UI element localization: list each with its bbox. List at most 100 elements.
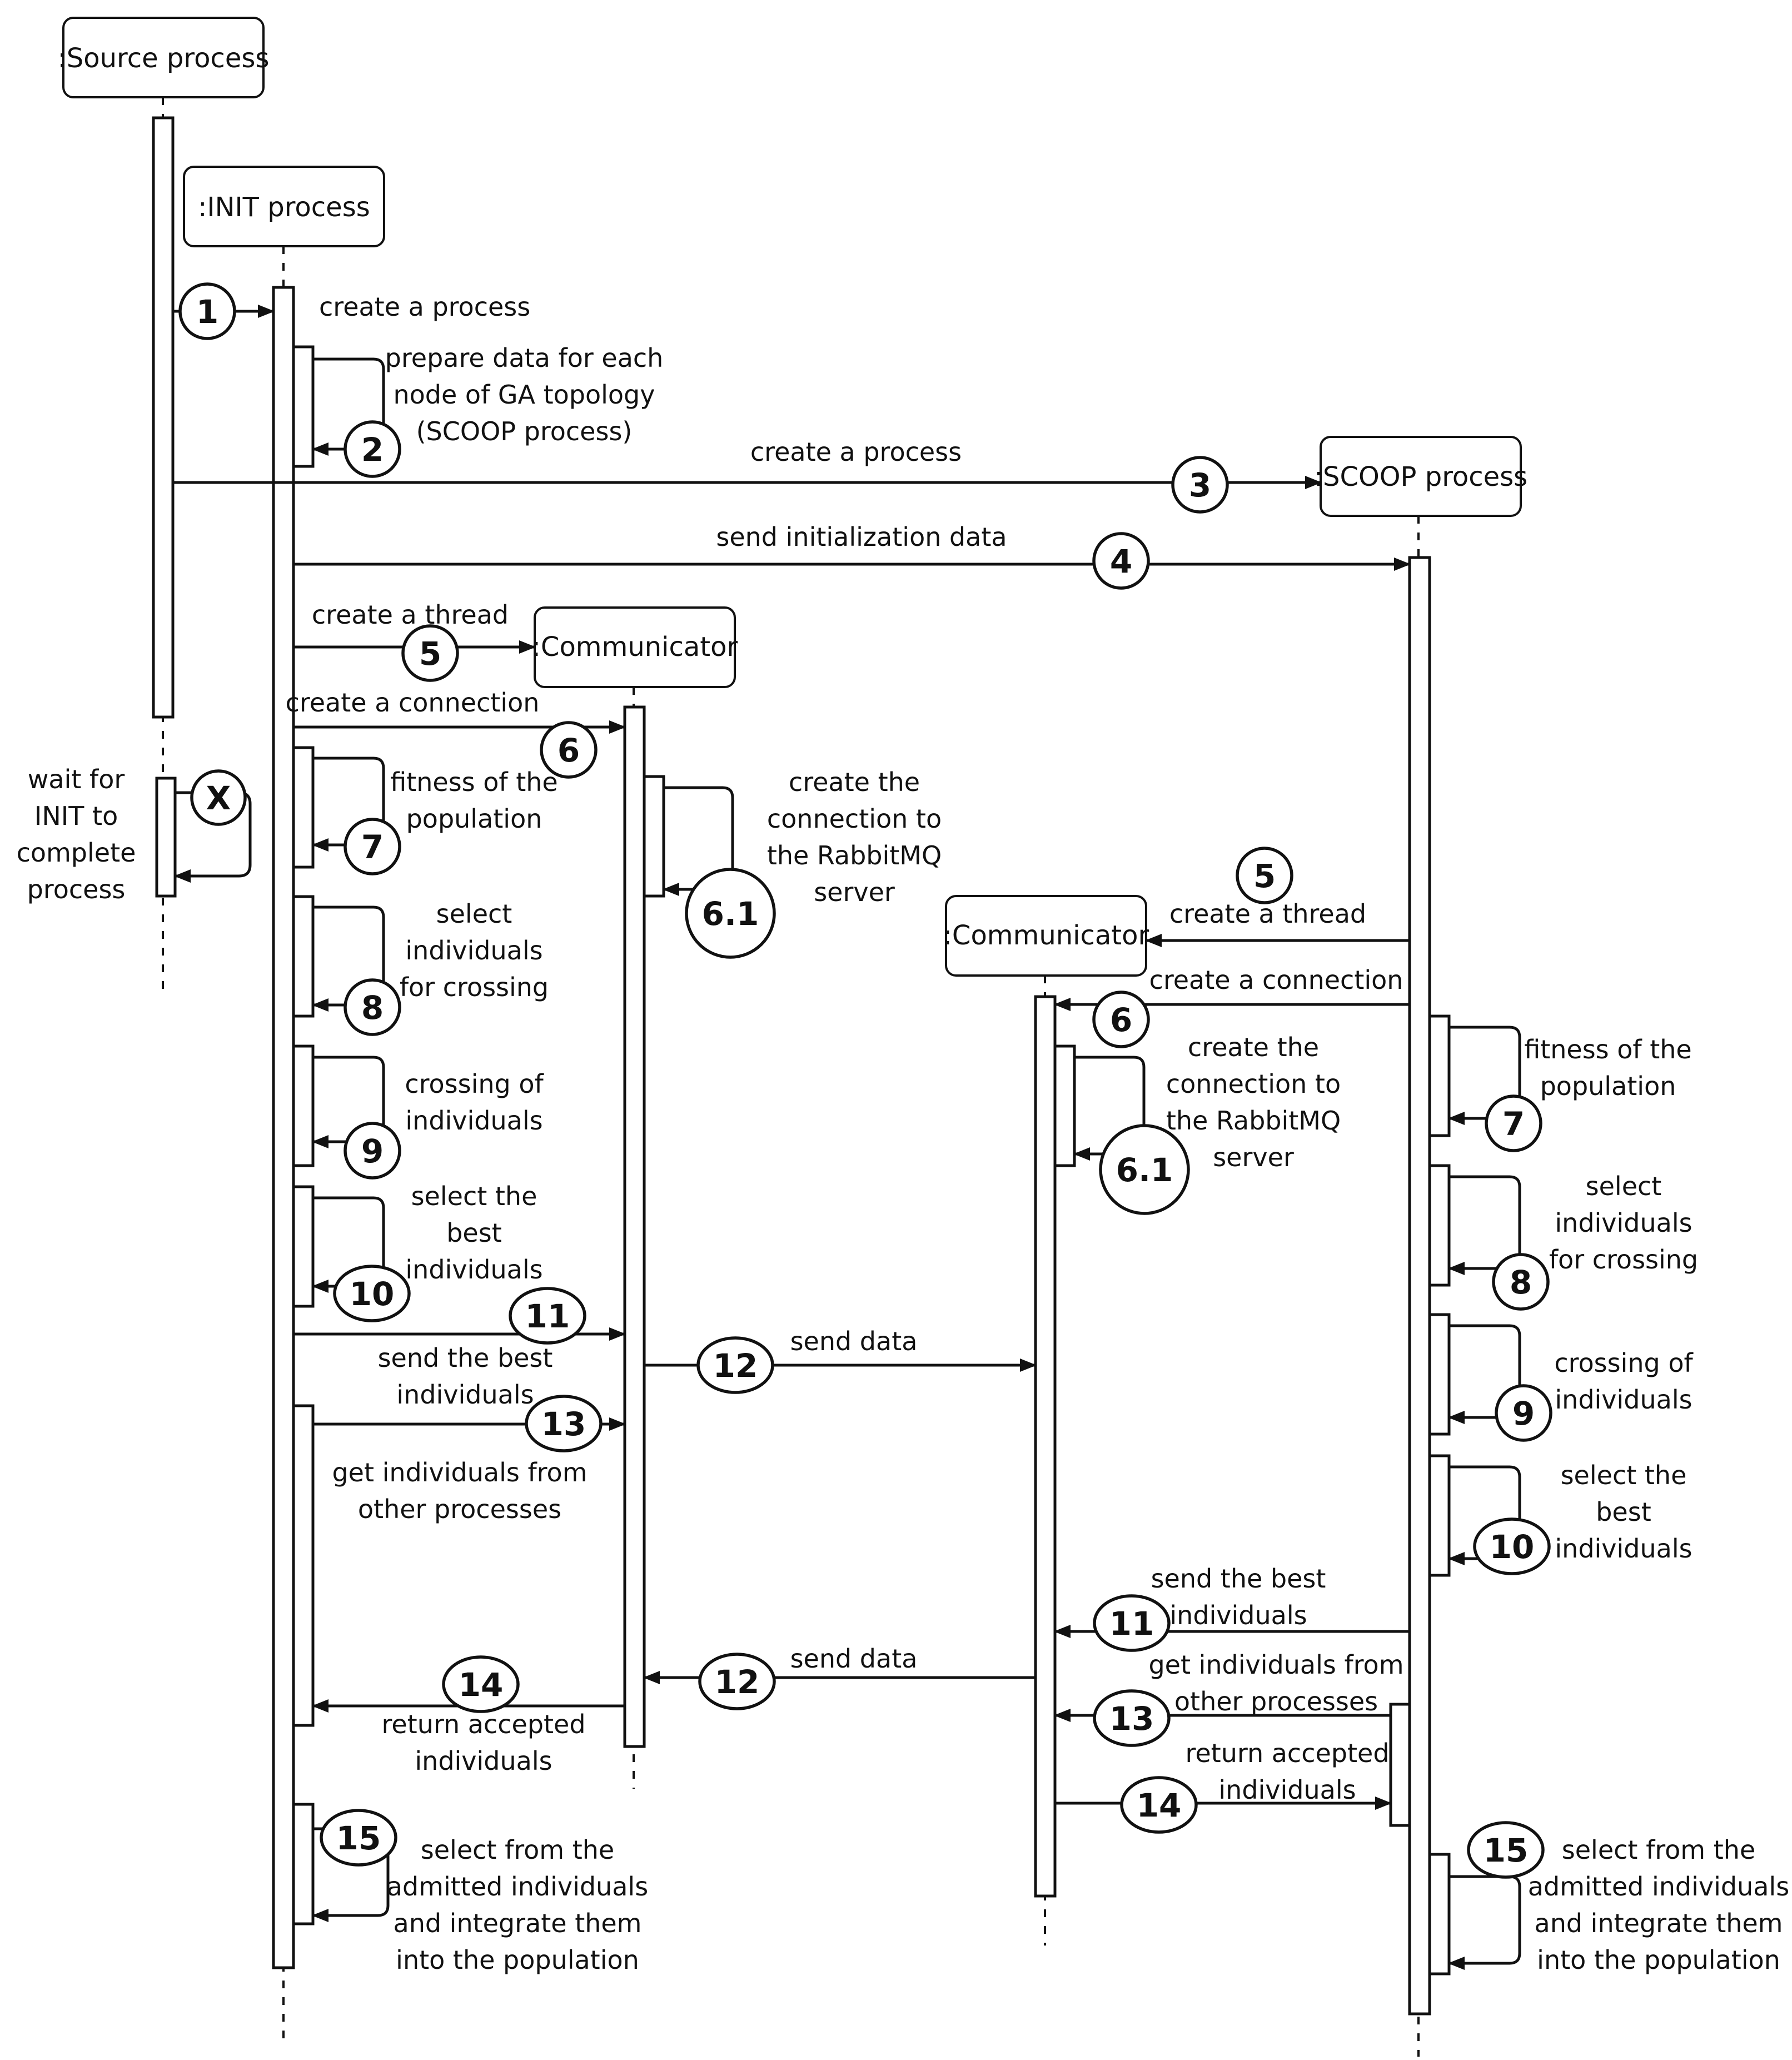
label-prepare-data-line-1: prepare data for each [385,343,664,373]
activation-init-7 [292,746,315,869]
label-right-select-crossing-line-1: select [1586,1171,1662,1201]
step-8-left-number: 8 [361,989,384,1027]
label-right-rabbitmq-line-1: create the [1188,1032,1319,1062]
step-9-left-number: 9 [361,1132,384,1170]
label-wait-init-line-4: process [27,874,126,904]
label-right-get-individuals-line-1: get individuals from [1148,1650,1403,1680]
step-61-left: 6.1 [685,868,776,959]
label-right-return-accepted-line-1: return accepted [1185,1738,1389,1768]
activation-comm2-main [1034,995,1057,1898]
step-10-left: 10 [333,1265,411,1322]
step-5-right: 5 [1236,847,1293,904]
label-left-select-crossing-line-2: individuals [405,936,542,966]
label-left-crossing-line-1: crossing of [405,1069,544,1099]
step-12-right-number: 12 [715,1663,760,1701]
step-4-number: 4 [1110,543,1132,580]
participant-source: :Source process [58,17,270,98]
step-13-left-number: 13 [541,1405,586,1443]
label-left-select-best-line-3: individuals [405,1255,542,1285]
step-4: 4 [1092,532,1150,590]
label-left-select-admitted-line-2: admitted individuals [387,1872,648,1902]
step-6-right: 6 [1092,991,1150,1048]
step-2-number: 2 [361,431,384,469]
step-13-right: 13 [1093,1689,1171,1747]
step-14-right-number: 14 [1137,1787,1182,1824]
step-5-right-number: 5 [1253,857,1276,895]
label-right-select-admitted-line-4: into the population [1537,1945,1780,1975]
label-create-process-3: create a process [750,437,962,467]
step-5-left: 5 [401,624,459,682]
label-wait-init-line-3: complete [17,838,136,868]
step-61-right-number: 6.1 [1116,1151,1173,1189]
activation-init-15 [292,1803,315,1925]
activation-source-main [152,116,175,719]
activation-comm1-main [623,705,646,1748]
activation-scoop-main [1408,556,1431,2016]
participant-source-label: :Source process [58,43,270,74]
label-right-send-data: send data [790,1644,918,1674]
label-left-create-connection: create a connection [286,688,540,718]
label-right-select-best-line-1: select the [1561,1460,1687,1490]
step-1: 1 [178,282,236,340]
label-prepare-data-line-3: (SCOOP process) [416,416,633,446]
step-10-left-number: 10 [350,1275,395,1313]
label-left-select-best-line-2: best [446,1218,502,1248]
activation-init-main [272,286,295,1969]
activation-init-8 [292,895,315,1018]
label-left-rabbitmq-line-4: server [814,877,895,907]
activation-scoop-7 [1428,1014,1451,1137]
step-11-right: 11 [1093,1594,1171,1652]
label-right-select-admitted-line-2: admitted individuals [1528,1872,1789,1902]
step-markers: 1 2 3 4 X 5 6 6.1 7 8 9 10 11 12 13 14 1… [178,282,1552,1879]
step-15-right: 15 [1467,1821,1545,1879]
activation-init-13 [292,1404,315,1727]
label-left-send-data: send data [790,1326,918,1356]
step-61-left-number: 6.1 [702,895,759,933]
label-left-fitness-line-2: population [406,804,542,834]
participant-communicator-2-label: :Communicator [943,920,1149,951]
step-15-left: 15 [320,1809,397,1867]
label-left-rabbitmq-line-3: the RabbitMQ [767,840,942,870]
label-left-send-best-line-1: send the best [378,1343,553,1373]
step-3-number: 3 [1189,466,1211,504]
activation-scoop-8 [1428,1164,1451,1287]
step-1-number: 1 [196,293,218,331]
step-2: 2 [344,420,401,478]
step-10-right-number: 10 [1490,1528,1535,1566]
label-left-select-admitted-line-4: into the population [396,1945,639,1975]
activation-init-10 [292,1185,315,1308]
step-6-left: 6 [540,721,598,779]
self-msg-8-right [1448,1175,1521,1275]
label-right-crossing-line-1: crossing of [1554,1348,1694,1378]
label-left-send-best-line-2: individuals [396,1380,534,1410]
step-15-left-number: 15 [336,1819,381,1857]
step-14-right: 14 [1120,1776,1198,1834]
step-12-left-number: 12 [713,1347,758,1385]
label-right-crossing-line-2: individuals [1555,1385,1692,1415]
label-left-get-individuals-line-1: get individuals from [332,1457,587,1487]
label-right-return-accepted-line-2: individuals [1218,1775,1356,1805]
step-9-left: 9 [344,1122,401,1180]
step-X-label: X [206,779,231,817]
step-7-left: 7 [344,818,401,875]
activation-scoop-10 [1428,1454,1451,1577]
label-right-rabbitmq-line-3: the RabbitMQ [1166,1106,1341,1136]
participant-init: :INIT process [183,166,385,247]
step-8-right: 8 [1492,1253,1550,1311]
activation-bars [152,116,1451,2016]
participant-communicator-1: :Communicator [532,606,738,688]
label-right-send-best-line-1: send the best [1151,1564,1326,1594]
participant-scoop-label: :SCOOP process [1314,461,1527,492]
label-right-select-best-line-3: individuals [1555,1534,1692,1564]
